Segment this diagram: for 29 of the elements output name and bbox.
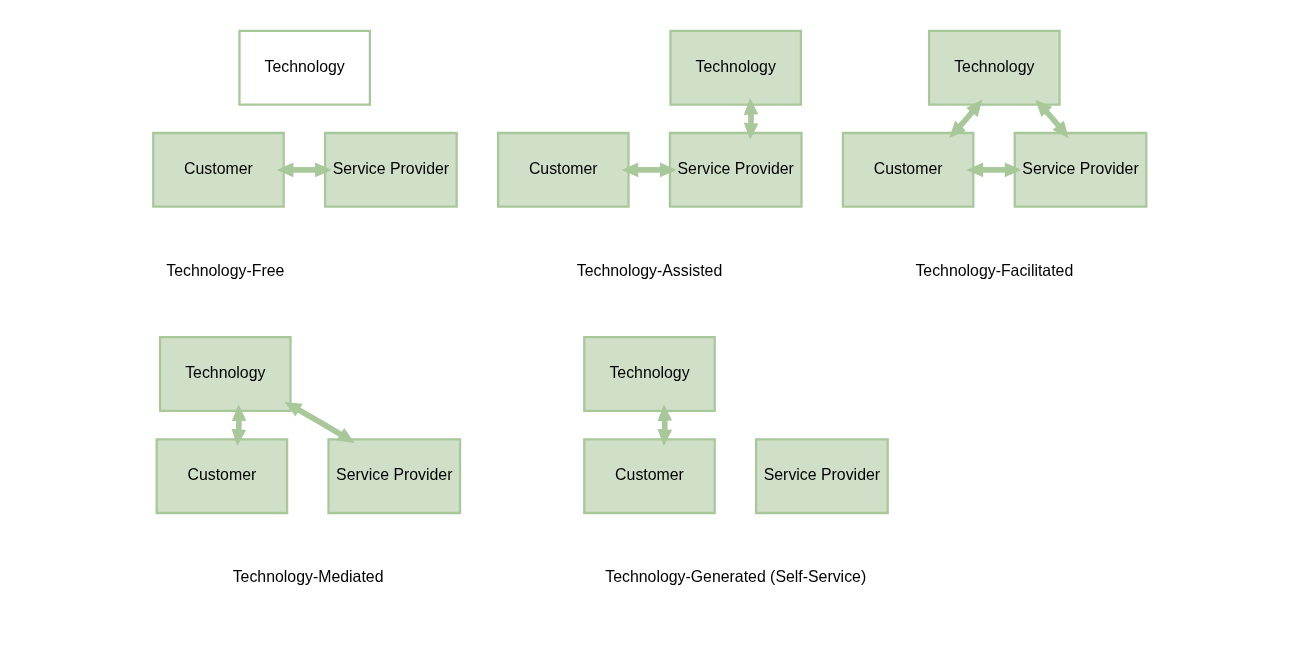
node-box: Technology (238, 29, 372, 106)
label: Technology-Facilitated (915, 262, 1074, 280)
label: Technology-Free (166, 262, 285, 280)
arrow (743, 97, 759, 140)
node-box: Technology (583, 336, 716, 413)
node-box: Technology (927, 29, 1061, 106)
arrow (284, 401, 355, 443)
node-box: Technology (158, 336, 292, 413)
node-box: Technology (669, 29, 803, 106)
arrow (949, 99, 983, 138)
node-box: Customer (841, 131, 975, 208)
node-box: Customer (496, 131, 630, 208)
node-box: Service Provider (327, 438, 462, 515)
label: Technology-Mediated (232, 568, 384, 586)
label: Technology-Generated (Self-Service) (605, 568, 867, 586)
node-box: Service Provider (1013, 131, 1148, 208)
node-box: Customer (155, 438, 289, 515)
arrow (1035, 99, 1069, 139)
arrow (621, 162, 677, 178)
node-box: Service Provider (755, 438, 889, 515)
node-box: Customer (583, 438, 716, 515)
arrow (966, 162, 1022, 178)
node-box: Customer (152, 131, 285, 208)
arrow (276, 162, 332, 178)
label: Technology-Assisted (576, 262, 723, 280)
arrow (657, 404, 673, 447)
arrow (231, 404, 247, 447)
node-box: Service Provider (323, 131, 458, 208)
node-box: Service Provider (668, 131, 803, 208)
